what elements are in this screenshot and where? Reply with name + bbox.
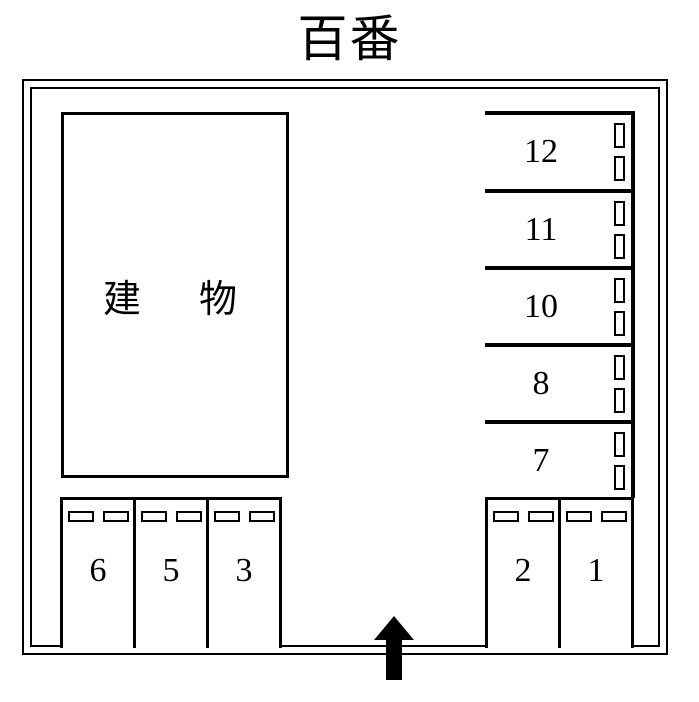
wheel-stopper-icon — [614, 354, 625, 413]
stall-3-label: 3 — [235, 552, 253, 589]
stall-6-label: 6 — [89, 552, 107, 589]
building-block[interactable]: 建 物 — [61, 112, 289, 478]
stall-10-label: 10 — [524, 287, 558, 325]
stall-2-label: 2 — [514, 552, 532, 589]
wheel-stopper-icon — [488, 511, 558, 522]
stall-8[interactable]: 8 — [485, 343, 635, 420]
stall-3[interactable]: 3 — [206, 497, 282, 648]
stall-1[interactable]: 1 — [558, 497, 634, 648]
up-arrow-icon — [374, 616, 414, 680]
stall-12[interactable]: 12 — [485, 111, 635, 189]
wheel-stopper-icon — [614, 123, 625, 181]
wheel-stopper-icon — [136, 511, 206, 522]
building-label: 建 物 — [102, 276, 247, 321]
stall-8-label: 8 — [532, 364, 550, 402]
stall-5-label: 5 — [162, 552, 180, 589]
right-stall-column: 12 11 10 8 7 — [485, 111, 635, 498]
stall-7[interactable]: 7 — [485, 420, 635, 498]
page-title: 百番 — [297, 10, 402, 68]
stall-5[interactable]: 5 — [133, 497, 209, 648]
bottom-right-stall-row: 2 1 — [485, 497, 634, 648]
wheel-stopper-icon — [561, 511, 631, 522]
stall-2[interactable]: 2 — [485, 497, 561, 648]
wheel-stopper-icon — [614, 432, 625, 490]
stall-11-label: 11 — [524, 210, 558, 248]
stall-10[interactable]: 10 — [485, 266, 635, 343]
right-stall-column-wall — [631, 111, 635, 498]
wheel-stopper-icon — [614, 277, 625, 336]
stall-6[interactable]: 6 — [60, 497, 136, 648]
wheel-stopper-icon — [614, 200, 625, 259]
stall-1-label: 1 — [587, 552, 605, 589]
stall-11[interactable]: 11 — [485, 189, 635, 266]
bottom-left-stall-row: 6 5 3 — [60, 497, 282, 648]
stall-12-label: 12 — [524, 133, 558, 170]
wheel-stopper-icon — [209, 511, 279, 522]
stall-7-label: 7 — [532, 442, 550, 479]
lot-outer-boundary — [22, 79, 668, 655]
wheel-stopper-icon — [63, 511, 133, 522]
lot-inner-boundary — [30, 87, 660, 647]
